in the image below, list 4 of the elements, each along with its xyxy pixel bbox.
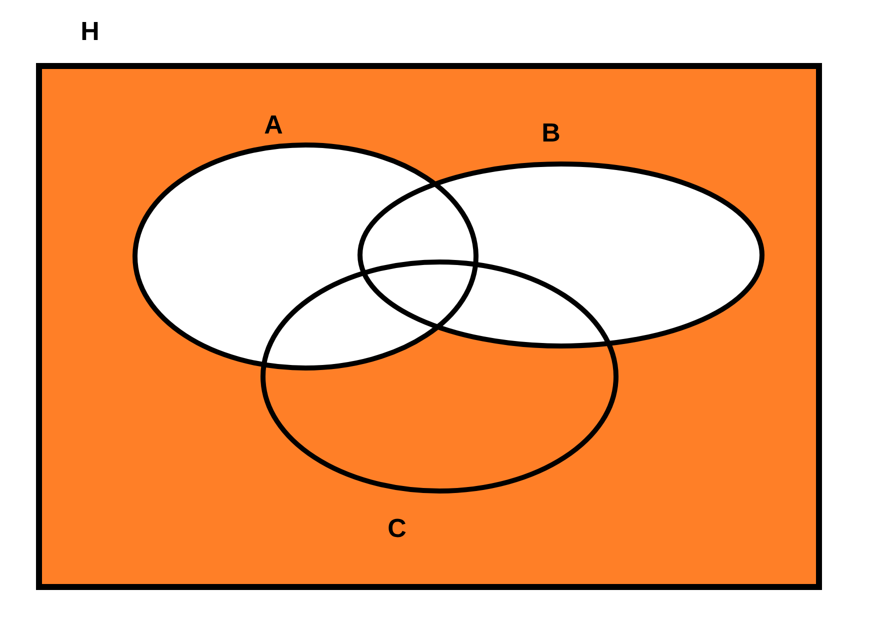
set-label: A — [264, 116, 282, 134]
set-label: C — [388, 518, 406, 538]
universe-label: H — [82, 22, 98, 40]
set-label: B — [543, 124, 560, 142]
